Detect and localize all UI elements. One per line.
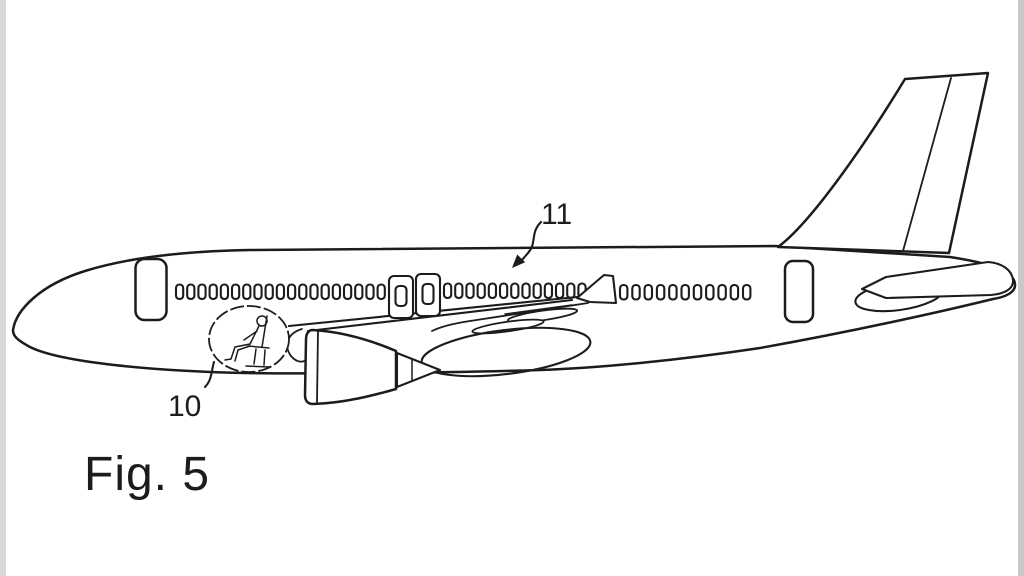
cabin-window [729,283,740,301]
cabin-window [253,283,263,301]
cabin-window [717,283,727,301]
cabin-window [510,282,520,300]
cabin-window [275,283,286,301]
cabin-window [498,282,509,300]
seated-person-figure [224,315,271,368]
cabin-window [532,282,542,300]
cabin-window [309,283,319,301]
engine [286,328,442,406]
wing-lower-edge [306,298,574,333]
overwing-exit-doors [387,272,442,320]
vertical-stabilizer [776,71,990,255]
cabin-window [286,283,297,301]
cabin-window [230,283,241,301]
cabin-window [741,283,752,301]
reference-labels: 11 10 [168,198,572,423]
cabin-window [476,282,486,300]
fin-outline [776,71,990,255]
tailplane-blade [860,260,1015,300]
rear-door [783,259,815,324]
wing-trailing-edge [431,302,589,332]
cabin-window [631,283,641,301]
cabin-window [442,282,453,300]
cabin-window [543,282,554,300]
label-11-leader [520,220,543,262]
scan-edge-right [1018,0,1024,576]
cabin-window [680,283,690,301]
cabin-window [208,283,218,301]
engine-inlet-lip-line [316,330,319,404]
engine-exhaust-cone [395,351,442,389]
cabin-window [197,283,207,301]
cabin-window [618,283,629,301]
overwing-exit-window [421,282,435,306]
cabin-window [705,283,715,301]
wingtip-patch [575,273,618,305]
cabin-window [174,283,185,301]
cabin-window [376,283,386,301]
overwing-exit-window [394,284,408,308]
cabin-window [454,282,464,300]
cabin-window [465,282,475,300]
overwing-exit-door [387,274,415,320]
label-11-arrowhead [512,254,526,268]
crew-station-inset [208,305,290,373]
cabin-window [521,282,531,300]
inset-circle [208,305,290,373]
cabin-window [487,282,498,300]
cabin-window [242,283,252,301]
horizontal-stabilizer [854,260,1015,313]
cabin-window [692,283,703,301]
cabin-window [264,283,274,301]
label-10-leader [203,360,216,389]
label-10: 10 [168,390,201,423]
cabin-window [219,283,230,301]
engine-pylon-hook [286,328,307,363]
flap-line [504,304,573,315]
cabin-window [298,283,308,301]
cabin-window [668,283,678,301]
cabin-window [365,283,375,301]
flap-fairing-inner [471,318,545,335]
rudder-hinge-line [902,77,952,252]
engine-nacelle [303,328,398,406]
cabin-window [643,283,654,301]
scan-edge-left [0,0,6,576]
cabin-window [354,283,364,301]
cabin-window [655,283,666,301]
figure-caption: Fig. 5 [84,448,210,501]
cabin-window [331,283,342,301]
label-11: 11 [541,198,572,231]
cabin-window [342,283,353,301]
overwing-exit-door [414,272,442,318]
cabin-window [320,283,330,301]
cabin-window [186,283,196,301]
front-door [134,257,168,322]
